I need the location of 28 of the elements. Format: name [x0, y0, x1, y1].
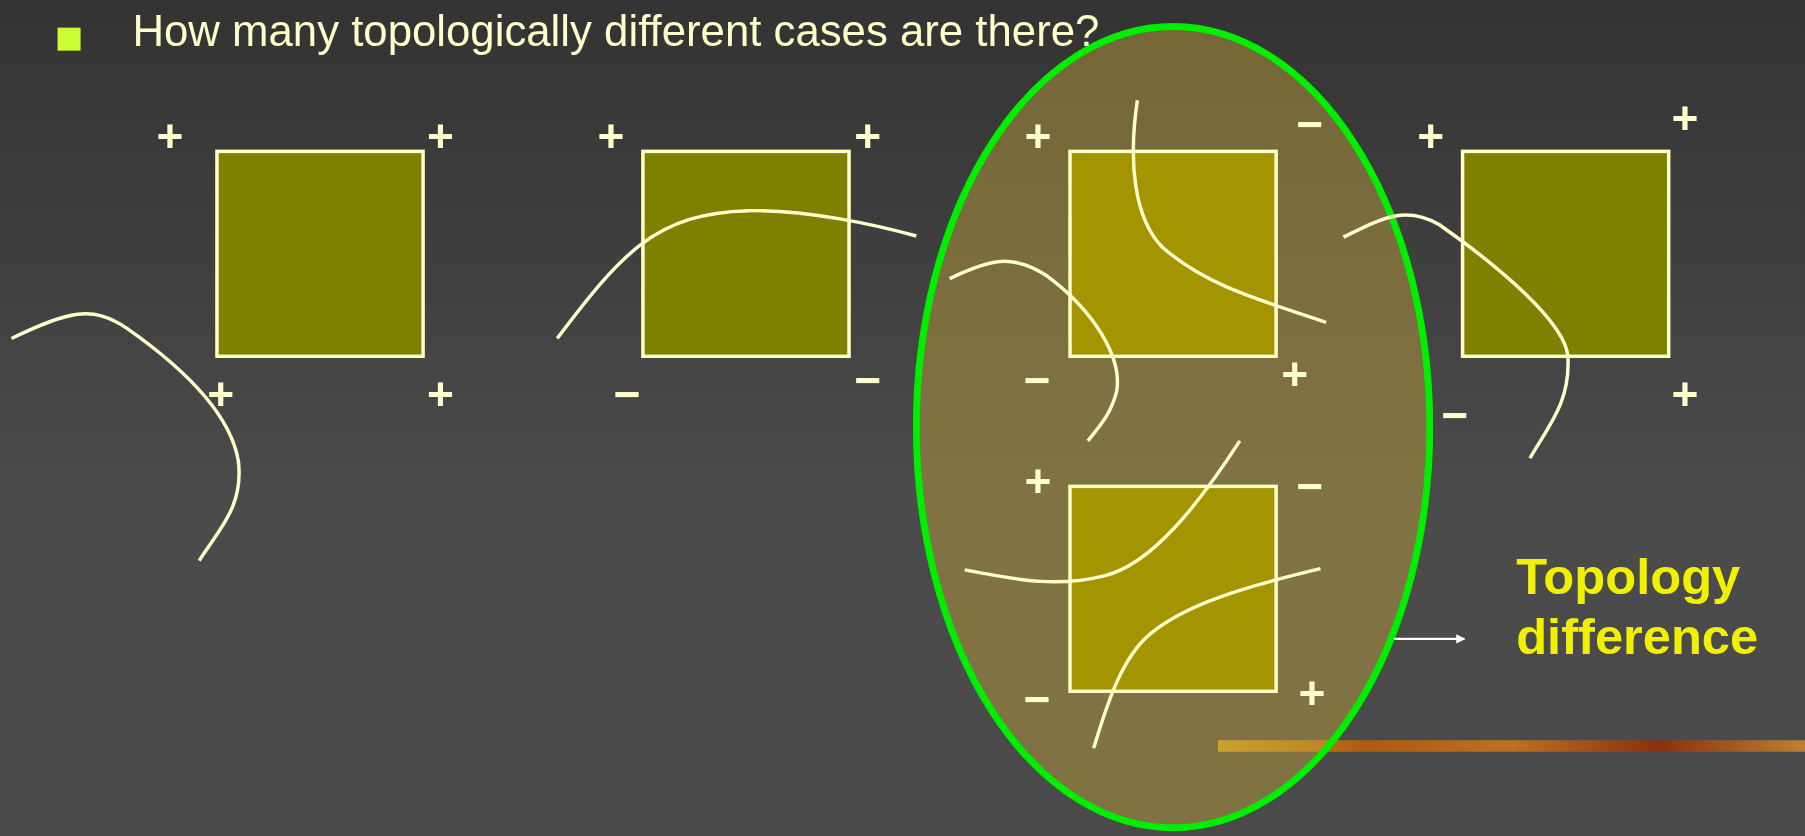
cell-square	[1068, 484, 1278, 693]
sign-label: −	[854, 356, 882, 403]
sign-label: +	[1024, 112, 1052, 159]
sign-label: +	[854, 112, 882, 159]
sign-label: +	[427, 112, 454, 159]
sign-label: +	[1671, 94, 1699, 141]
sign-label: +	[1298, 670, 1326, 717]
sign-label: −	[1441, 391, 1469, 438]
sign-label: +	[1671, 370, 1699, 417]
sign-label: +	[427, 370, 454, 417]
sign-label: −	[1296, 462, 1324, 509]
annotation-text: Topology difference	[1467, 546, 1805, 667]
cell-square	[1068, 149, 1278, 358]
sign-label: +	[1417, 112, 1444, 159]
sign-label: +	[597, 112, 625, 159]
sign-label: +	[1024, 458, 1052, 505]
cell-square	[641, 149, 851, 358]
sign-label: −	[1296, 101, 1324, 148]
cell-square	[215, 149, 425, 358]
sign-label: −	[613, 370, 641, 417]
sign-label: −	[1023, 356, 1051, 403]
sign-label: −	[1023, 675, 1051, 722]
sign-label: +	[1281, 351, 1309, 398]
cell-square	[1460, 149, 1671, 358]
sign-label: +	[156, 112, 184, 159]
sign-label: +	[207, 370, 235, 417]
slide-title: How many topologically different cases are there?	[132, 6, 1100, 57]
arrow	[1394, 634, 1466, 644]
